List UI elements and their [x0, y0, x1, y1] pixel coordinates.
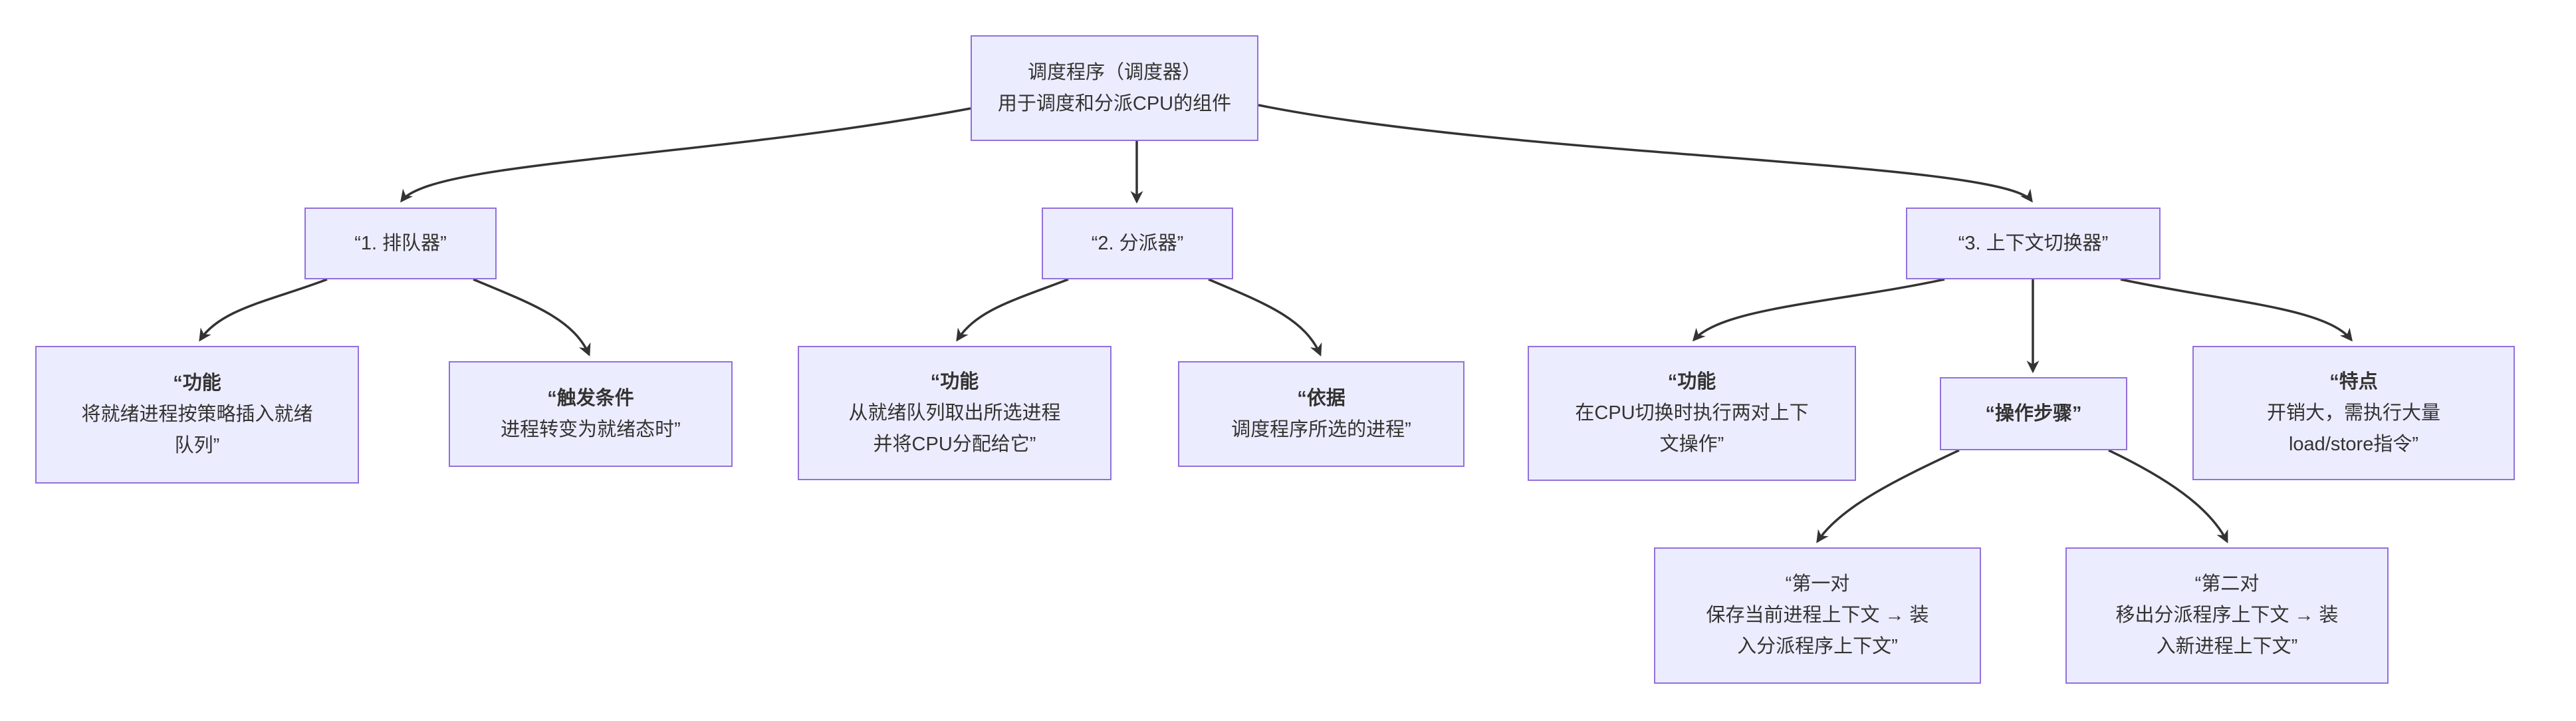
node-context-switcher: “3. 上下文切换器”	[1906, 208, 2161, 279]
node-queuer-trigger-text: 进程转变为就绪态时”	[501, 418, 681, 440]
edge-dispatcher-func	[956, 278, 1069, 342]
node-dispatcher-basis-title: “依据	[1297, 387, 1346, 409]
node-switcher-trait-text: 开销大，需执行大量	[2266, 402, 2440, 424]
edge-switcher-trait	[2120, 278, 2353, 342]
node-dispatcher-function: “功能 从就绪队列取出所选进程 并将CPU分配给它”	[798, 346, 1112, 480]
node-switcher-function-text: 在CPU切换时执行两对上下	[1575, 402, 1809, 424]
node-queuer-function-title: “功能	[173, 372, 221, 394]
node-switcher-steps-label: “操作步骤”	[1985, 402, 2082, 424]
node-scheduler-root-desc: 用于调度和分派CPU的组件	[997, 92, 1232, 114]
node-queuer-function-text2: 队列”	[174, 435, 220, 456]
node-dispatcher-basis-text: 调度程序所选的进程”	[1231, 418, 1411, 440]
node-second-pair-text2: 入新进程上下文”	[2156, 636, 2298, 657]
edge-steps-pair1	[1816, 449, 1960, 543]
edge-queuer-trigger	[473, 278, 591, 357]
node-switcher-function-title: “功能	[1667, 371, 1716, 392]
node-queuer-label: “1. 排队器”	[354, 232, 447, 254]
node-dispatcher-function-text: 从就绪队列取出所选进程	[848, 402, 1061, 424]
node-scheduler-root-title: 调度程序（调度器）	[1027, 61, 1201, 83]
node-dispatcher-function-text2: 并将CPU分配给它”	[873, 433, 1036, 455]
edge-queuer-func	[199, 278, 328, 342]
node-switcher-function-text2: 文操作”	[1659, 434, 1724, 455]
node-first-pair-title: “第一对	[1785, 573, 1850, 595]
node-switcher-function: “功能 在CPU切换时执行两对上下 文操作”	[1528, 346, 1856, 481]
node-second-pair: “第二对 移出分派程序上下文 → 装 入新进程上下文”	[2065, 547, 2389, 684]
node-switcher-steps: “操作步骤”	[1940, 377, 2127, 450]
node-first-pair-text2: 入分派程序上下文”	[1737, 636, 1898, 657]
node-switcher-trait-text2: load/store指令”	[2288, 433, 2418, 455]
node-queuer-trigger: “触发条件 进程转变为就绪态时”	[449, 361, 733, 467]
node-dispatcher-label: “2. 分派器”	[1091, 232, 1184, 254]
edge-root-queuer	[400, 107, 971, 203]
node-dispatcher: “2. 分派器”	[1042, 208, 1233, 279]
node-queuer-trigger-title: “触发条件	[547, 387, 634, 409]
node-second-pair-title: “第二对	[2194, 573, 2260, 595]
node-dispatcher-basis: “依据 调度程序所选的进程”	[1178, 361, 1464, 467]
node-queuer: “1. 排队器”	[304, 208, 497, 279]
node-scheduler-root: 调度程序（调度器） 用于调度和分派CPU的组件	[971, 35, 1258, 141]
node-first-pair-text: 保存当前进程上下文 → 装	[1706, 605, 1929, 626]
edge-root-switcher	[1258, 104, 2033, 203]
node-queuer-function-text: 将就绪进程按策略插入就绪	[81, 404, 313, 425]
node-switcher-trait-title: “特点	[2329, 370, 2378, 392]
edge-steps-pair2	[2108, 449, 2228, 543]
node-dispatcher-function-title: “功能	[930, 370, 979, 392]
node-context-switcher-label: “3. 上下文切换器”	[1958, 232, 2109, 254]
edge-dispatcher-basis	[1208, 278, 1322, 357]
node-queuer-function: “功能 将就绪进程按策略插入就绪 队列”	[35, 346, 359, 484]
node-switcher-trait: “特点 开销大，需执行大量 load/store指令”	[2192, 346, 2515, 480]
node-first-pair: “第一对 保存当前进程上下文 → 装 入分派程序上下文”	[1654, 547, 1981, 684]
node-second-pair-text: 移出分派程序上下文 → 装	[2115, 605, 2339, 626]
edge-switcher-func	[1692, 278, 1945, 342]
